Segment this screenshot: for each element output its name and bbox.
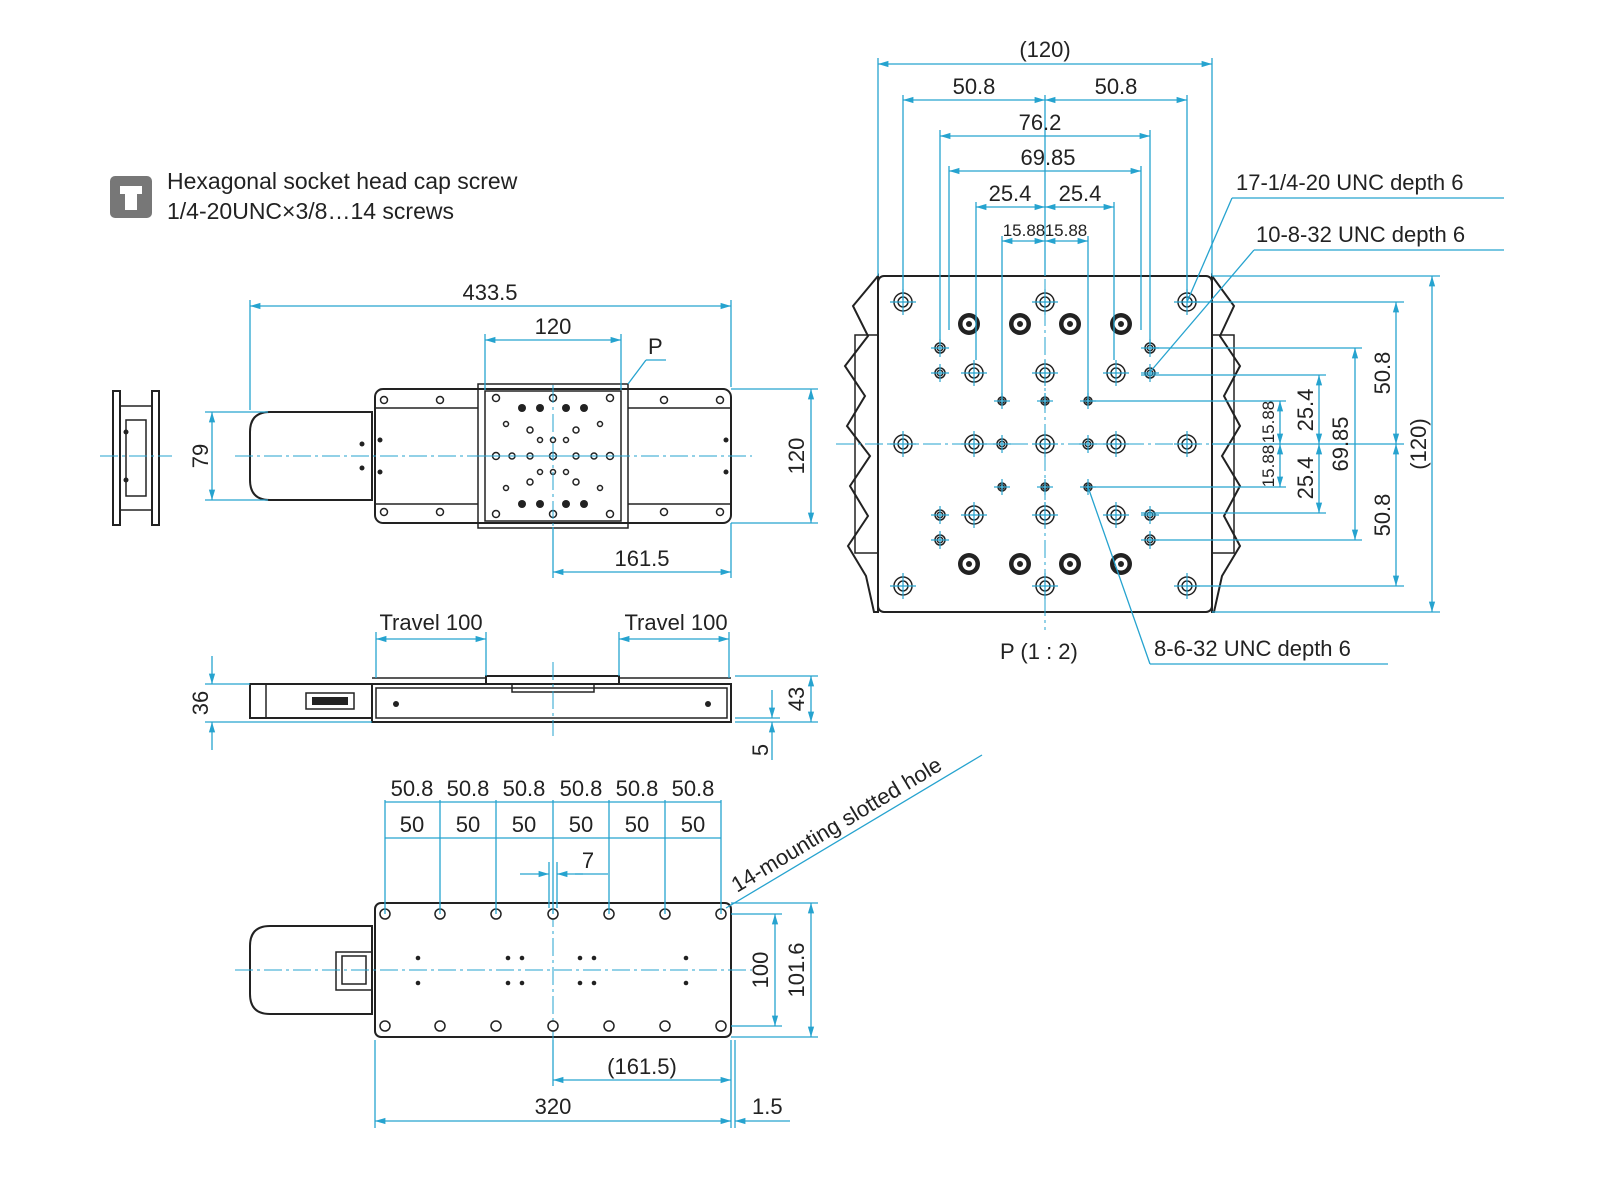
counterbore-hole-6-core xyxy=(1017,561,1023,567)
detail-ref-label: P xyxy=(648,334,663,359)
detail-overall-width: (120) xyxy=(1019,37,1070,62)
counterbore-hole-8-core xyxy=(1118,561,1124,567)
dim-top-offset: 161.5 xyxy=(614,546,669,571)
dim-slot-width: 7 xyxy=(582,848,594,873)
detail-h-25-4-left: 25.4 xyxy=(989,181,1032,206)
slotted-holes xyxy=(379,908,727,1032)
detail-v-25-4-top: 25.4 xyxy=(1293,389,1318,432)
detail-v-50-8-bottom: 50.8 xyxy=(1370,494,1395,537)
pitch-50-8-6: 50.8 xyxy=(672,776,715,801)
front-view: Travel 100 Travel 100 36 43 5 xyxy=(188,610,818,760)
callout-6-32: 8-6-32 UNC depth 6 xyxy=(1154,636,1351,661)
counterbore-hole-1-core xyxy=(966,321,972,327)
detail-v-overall: (120) xyxy=(1406,418,1431,469)
dim-table-width: 120 xyxy=(535,314,572,339)
top-view: 433.5 120 P 79 120 161.5 xyxy=(188,280,818,578)
pitch-extension-lines xyxy=(384,800,722,914)
detail-v-25-4-bottom: 25.4 xyxy=(1293,457,1318,500)
bottom-view: 50.8 50.8 50.8 50.8 50.8 50.8 50 50 50 5… xyxy=(235,752,983,1128)
detail-h-25-4-right: 25.4 xyxy=(1059,181,1102,206)
dim-height-120: 120 xyxy=(784,438,809,475)
detail-hole-pattern xyxy=(890,289,1200,599)
pitch-50-5: 50 xyxy=(625,812,649,837)
pitch-50-8-2: 50.8 xyxy=(447,776,490,801)
note-line-2: 1/4-20UNC×3/8…14 screws xyxy=(167,198,454,224)
detail-h-15-88-left: 15.88 xyxy=(1003,221,1046,240)
pitch-50-8-5: 50.8 xyxy=(616,776,659,801)
dim-height-101-6: 101.6 xyxy=(784,942,809,997)
counterbore-hole-2-core xyxy=(1017,321,1023,327)
dim-overall-length: 433.5 xyxy=(462,280,517,305)
dim-height-100: 100 xyxy=(748,952,773,989)
dim-height-43: 43 xyxy=(784,687,809,711)
slot-note-label: 14-mounting slotted hole xyxy=(727,752,946,898)
detail-v-15-88-bottom: 15.88 xyxy=(1259,445,1278,488)
pitch-50-3: 50 xyxy=(512,812,536,837)
counterbore-hole-4-core xyxy=(1118,321,1124,327)
dim-length-320: 320 xyxy=(535,1094,572,1119)
note-line-1: Hexagonal socket head cap screw xyxy=(167,168,518,194)
counterbore-hole-7-core xyxy=(1067,561,1073,567)
table-hole-pattern xyxy=(480,385,626,527)
pitch-50-8-4: 50.8 xyxy=(560,776,603,801)
detail-h-15-88-right: 15.88 xyxy=(1045,221,1088,240)
callout-8-32: 10-8-32 UNC depth 6 xyxy=(1256,222,1465,247)
pitch-50-8-1: 50.8 xyxy=(391,776,434,801)
pitch-50-8-3: 50.8 xyxy=(503,776,546,801)
detail-h-76-2: 76.2 xyxy=(1019,110,1062,135)
detail-h-50-8-right: 50.8 xyxy=(1095,74,1138,99)
detail-p-view: (120) 50.8 50.8 76.2 69.85 25.4 25.4 15.… xyxy=(836,37,1504,665)
callout-1-4-20: 17-1/4-20 UNC depth 6 xyxy=(1236,170,1463,195)
screw-note: Hexagonal socket head cap screw 1/4-20UN… xyxy=(110,168,518,224)
detail-v-50-8-top: 50.8 xyxy=(1370,352,1395,395)
dim-height-5: 5 xyxy=(748,744,773,756)
pitch-50-4: 50 xyxy=(569,812,593,837)
pitch-50-2: 50 xyxy=(456,812,480,837)
dim-bottom-offset: (161.5) xyxy=(607,1054,677,1079)
dim-height-36: 36 xyxy=(188,691,213,715)
detail-v-15-88-top: 15.88 xyxy=(1259,401,1278,444)
detail-v-69-85: 69.85 xyxy=(1328,416,1353,471)
travel-left-label: Travel 100 xyxy=(379,610,482,635)
detail-h-50-8-left: 50.8 xyxy=(953,74,996,99)
pitch-50-1: 50 xyxy=(400,812,424,837)
end-view xyxy=(100,390,172,526)
detail-caption: P (1 : 2) xyxy=(1000,639,1078,664)
hex-wrench-icon xyxy=(110,176,152,218)
counterbore-hole-5-core xyxy=(966,561,972,567)
counterbore-hole-3-core xyxy=(1067,321,1073,327)
dim-height-79: 79 xyxy=(188,444,213,468)
travel-right-label: Travel 100 xyxy=(624,610,727,635)
dim-gap: 1.5 xyxy=(752,1094,783,1119)
detail-h-69-85: 69.85 xyxy=(1020,145,1075,170)
pitch-50-6: 50 xyxy=(681,812,705,837)
